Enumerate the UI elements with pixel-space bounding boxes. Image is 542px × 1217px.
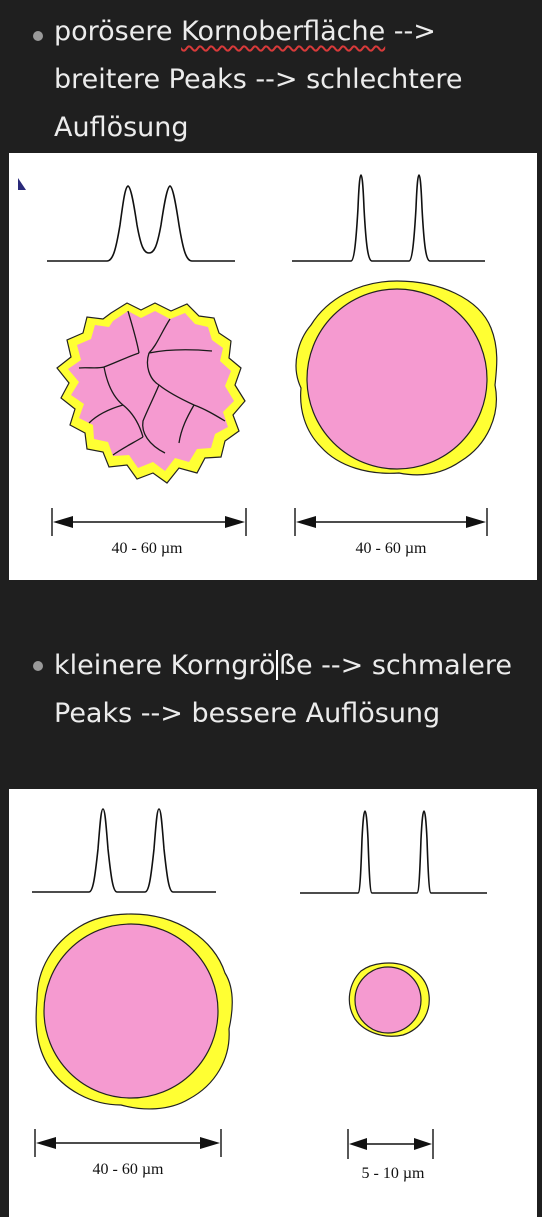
- very-narrow-peaks-chromatogram: [300, 810, 487, 894]
- narrow-peaks-chromatogram: [292, 174, 485, 262]
- large-particle-body: [43, 923, 219, 1099]
- bullet-1-text-after: --> breitere Peaks --> schlechtere Auflö…: [54, 16, 463, 143]
- spellcheck-flagged-word[interactable]: Kornoberfläche: [181, 16, 386, 47]
- dimension-arrow-left: [51, 508, 247, 536]
- corner-marker-icon: [18, 178, 26, 190]
- bullet-dot-icon: [33, 31, 43, 41]
- bullet-dot-icon: [33, 661, 43, 671]
- bullet-1-text-before: porösere: [54, 16, 182, 47]
- dimension-arrow-right: [294, 508, 488, 536]
- text-cursor: [276, 650, 278, 680]
- bullet-2-text-before-caret: kleinere Korngrö: [54, 650, 276, 681]
- porous-particle-pore-lines: [78, 310, 226, 456]
- figure-large-vs-small-particles[interactable]: 40 - 60 µm 5 - 10 µm: [9, 789, 537, 1217]
- dimension-label-left: 40 - 60 µm: [112, 540, 184, 557]
- dimension-label-right: 40 - 60 µm: [356, 540, 428, 557]
- figure-2-graphic: 40 - 60 µm 5 - 10 µm: [32, 808, 487, 1182]
- porous-particle-body: [68, 311, 234, 471]
- figure-porous-vs-nonporous[interactable]: 40 - 60 µm 40 - 60 µm: [9, 153, 537, 580]
- broad-peaks-chromatogram: [47, 185, 235, 262]
- dimension-label-left: 40 - 60 µm: [93, 1161, 165, 1178]
- bullet-text-1[interactable]: porösere Kornoberfläche --> breitere Pea…: [54, 8, 524, 152]
- medium-peaks-chromatogram: [32, 808, 216, 893]
- small-particle-body: [354, 966, 422, 1034]
- bullet-item-1[interactable]: porösere Kornoberfläche --> breitere Pea…: [0, 8, 542, 152]
- figure-1-graphic: 40 - 60 µm 40 - 60 µm: [18, 174, 498, 557]
- dimension-label-right: 5 - 10 µm: [362, 1165, 426, 1182]
- nonporous-particle-body: [306, 288, 488, 470]
- dimension-arrow-left: [34, 1129, 222, 1157]
- bullet-2-text-after-caret: ße --> schmalere Peaks --> bessere Auflö…: [54, 650, 512, 729]
- dimension-arrow-right: [347, 1129, 434, 1159]
